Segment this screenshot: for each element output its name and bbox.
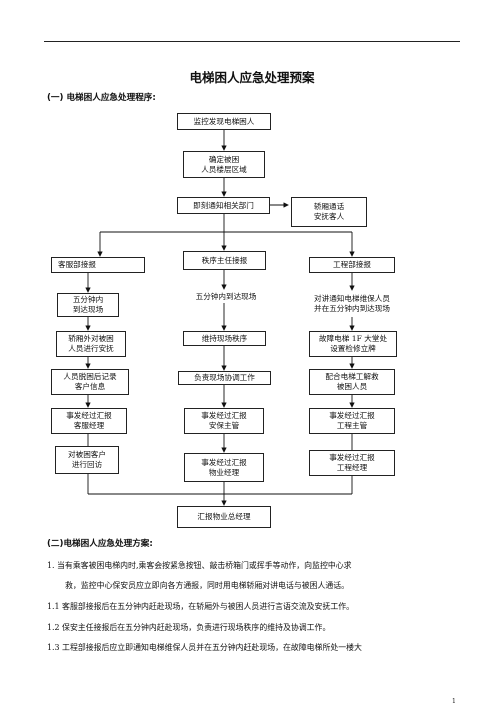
paragraph-1: 1. 当有乘客被困电梯内时,乘客会按紧急按钮、敲击桥箱门或挥手等动作，向监控中心… (47, 561, 352, 570)
flow-text: 工程经理 (336, 463, 368, 472)
paragraph-1-continued: 救，监控中心保安员应立即向各方通报，同时用电梯轿厢对讲电话与被困人通话。 (65, 581, 350, 590)
flow-text: 事发经过汇报 (66, 411, 112, 420)
flow-box-report-gm: 汇报物业总经理 (177, 506, 271, 528)
flow-text: 客服部接报 (58, 260, 96, 269)
flow-box-order-report-manager: 事发经过汇报物业经理 (184, 453, 264, 482)
flow-box-order-report-security: 事发经过汇报安保主管 (184, 408, 264, 434)
flow-box-order-maintain: 维持现场秩序 (183, 331, 266, 346)
flow-box-eng-signage: 故障电梯 1F 大堂处设置检修立牌 (309, 331, 397, 357)
flow-text: 维持现场秩序 (201, 333, 248, 343)
flow-text: 事发经过汇报 (329, 411, 375, 420)
flow-text: 负责现场协调工作 (194, 373, 255, 382)
flow-text: 监控发现电梯困人 (193, 116, 255, 126)
flow-text: 客服经理 (73, 421, 105, 430)
paragraph-1-1: 1.1 客服部接报后在五分钟内赶赴现场，在轿厢外与被困人员进行言语交流及安抚工作… (47, 602, 355, 611)
section-heading-plan: (二)电梯困人应急处理方案: (47, 539, 153, 549)
flow-box-eng-receive: 工程部接报 (309, 257, 395, 273)
paragraph-1-3: 1.3 工程部接报后应立即通知电梯维保人员并在五分钟内赶赴现场，在故障电梯所处一… (47, 643, 362, 652)
flow-text: 人员脱困后记录 (63, 372, 117, 381)
flow-box-cs-record: 人员脱困后记录客户信息 (51, 369, 129, 395)
flow-box-eng-report-manager: 事发经过汇报工程经理 (309, 450, 395, 476)
flow-text: 到达现场 (72, 305, 104, 314)
flow-text: 人员楼层区域 (201, 164, 247, 174)
flow-box-cs-report: 事发经过汇报客服经理 (51, 408, 127, 434)
flow-text: 汇报物业总经理 (197, 512, 251, 521)
flow-text: 故障电梯 1F 大堂处 (318, 334, 388, 343)
flow-text: 进行回访 (71, 460, 103, 469)
flow-box-cs-arrive: 五分钟内到达现场 (57, 293, 119, 317)
flow-box-eng-report-supervisor: 事发经过汇报工程主管 (309, 408, 395, 434)
flow-box-locate-floor: 确定被困人员楼层区域 (183, 151, 265, 178)
flow-text: 事发经过汇报 (201, 411, 247, 420)
flow-box-order-receive: 秩序主任接报 (183, 251, 266, 270)
page-title: 电梯困人应急处理预案 (189, 70, 315, 85)
flow-box-cabin-call: 轿厢通话安抚客人 (291, 197, 367, 227)
flow-text: 五分钟内 (72, 295, 104, 304)
flow-text: 客户信息 (74, 382, 106, 391)
flow-text: 并在五分钟内到达现场 (314, 304, 390, 313)
flow-text: 事发经过汇报 (329, 453, 375, 462)
flow-box-eng-rescue: 配合电梯工解救被困人员 (309, 369, 395, 395)
flow-text: 秩序主任接报 (201, 255, 248, 265)
flow-text: 事发经过汇报 (201, 457, 247, 467)
page-number: 1 (452, 698, 456, 705)
flow-text: 五分钟内到达现场 (195, 291, 257, 301)
flow-box-cs-followup: 对被困客户进行回访 (55, 446, 119, 474)
header-rule (44, 41, 460, 42)
flow-box-cs-receive: 客服部接报 (51, 257, 145, 273)
flow-box-order-arrive: 五分钟内到达现场 (183, 290, 269, 303)
flow-text: 安抚客人 (313, 212, 345, 221)
flow-text: 被困人员 (336, 382, 368, 391)
section-heading-procedure: (一) 电梯困人应急处理程序: (47, 93, 156, 103)
flow-text: 轿厢外对被困 (68, 334, 114, 343)
flow-text: 物业经理 (208, 467, 240, 477)
flow-text: 人员进行安抚 (68, 344, 114, 353)
flow-box-order-coordinate: 负责现场协调工作 (178, 371, 271, 385)
paragraph-1-2: 1.2 保安主任接报后在五分钟内赶赴现场，负责进行现场秩序的维持及协调工作。 (47, 623, 331, 632)
flow-box-monitor-detect: 监控发现电梯困人 (177, 113, 271, 130)
flow-text: 确定被困 (208, 154, 240, 164)
flow-text: 配合电梯工解救 (325, 372, 379, 381)
flow-box-cs-comfort: 轿厢外对被困人员进行安抚 (56, 331, 126, 357)
flow-text: 轿厢通话 (313, 202, 345, 211)
flow-text: 工程部接报 (333, 260, 371, 269)
flow-text: 即刻通知相关部门 (193, 200, 254, 210)
flow-text: 安保主管 (208, 421, 240, 430)
flow-box-notify-depts: 即刻通知相关部门 (177, 197, 270, 214)
flow-text: 对被困客户 (68, 450, 106, 459)
flow-box-eng-notify-maint: 对讲通知电梯维保人员并在五分钟内到达现场 (299, 291, 405, 317)
flow-text: 设置检修立牌 (330, 344, 376, 353)
flow-text: 工程主管 (336, 421, 368, 430)
flow-text: 对讲通知电梯维保人员 (314, 294, 390, 303)
